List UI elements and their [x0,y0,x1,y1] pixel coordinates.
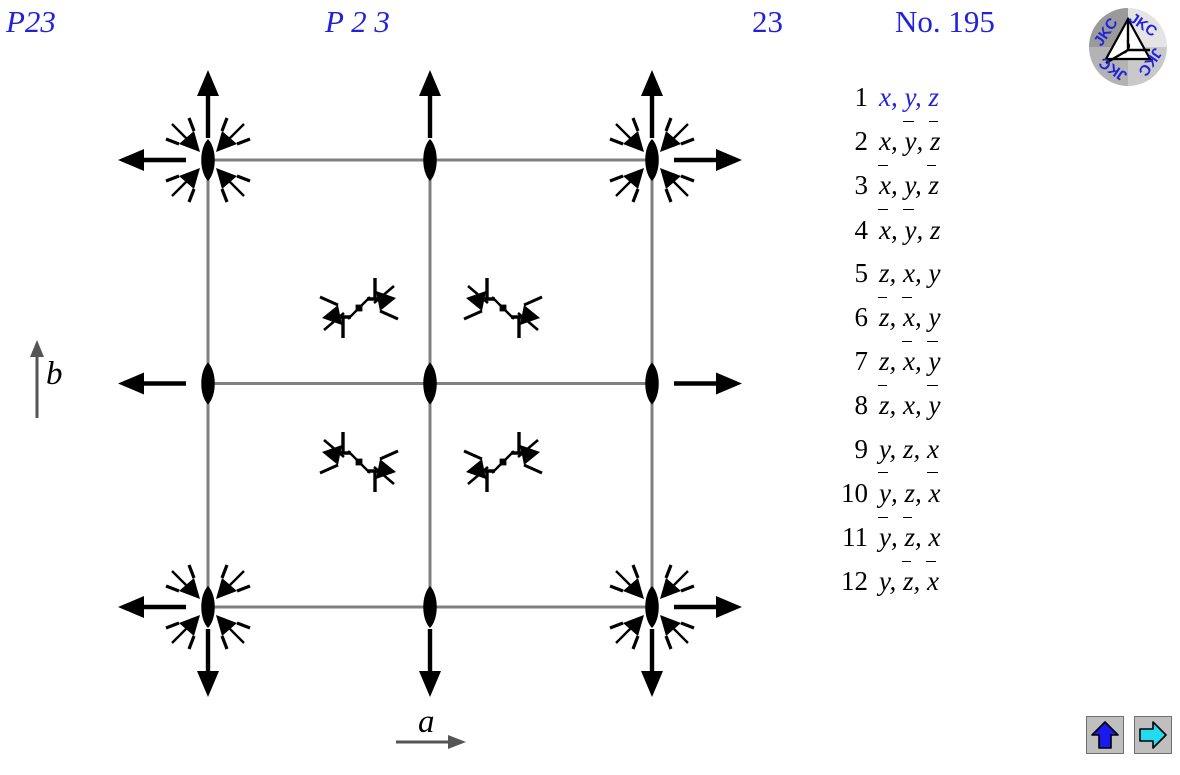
coordinate-term: y [904,170,915,201]
coordinate-term: y [927,339,940,383]
page-title-schoenflies: 23 [752,4,783,39]
coordinate-index: 9 [854,433,869,464]
coordinate-triplet: x, y, z [879,119,940,163]
coordinate-term: z [877,383,890,427]
space-group-symmetry-diagram [30,0,790,749]
nav-right-button[interactable] [1134,716,1172,754]
coordinate-term: z [901,559,914,603]
page-title-hm-short: P23 [6,4,56,39]
coordinate-row: 9 y, z, x [826,428,1026,471]
coordinate-term: x [901,339,915,383]
coordinate-term: z [877,295,890,339]
coordinate-index: 5 [854,257,869,288]
coordinate-term: y [927,383,940,427]
coordinate-index: 1 [854,82,869,112]
coordinate-term: x [928,522,941,553]
coordinate-index: 7 [854,346,869,377]
coordinate-term: x [903,257,915,288]
coordinate-index: 4 [854,214,869,245]
coordinate-triplet: y, z, x [879,433,939,464]
coordinate-row: 6 z, x, y [826,295,1026,339]
coordinate-term: z [928,82,939,112]
coordinate-row: 10 y, z, x [826,471,1026,515]
coordinate-term: y [877,515,891,559]
coordinate-term: y [904,82,915,112]
coordinate-triplet: x, y, z [877,208,941,252]
coordinate-term: z [879,257,890,288]
coordinate-term: y [903,208,916,252]
coordinate-triplet: z, x, y [877,295,941,339]
coordinate-term: x [877,163,891,207]
coordinate-term: z [928,119,940,163]
coordinate-index: 8 [854,390,869,421]
coordinate-term: x [879,82,891,112]
coordinate-triplet: z, x, y [877,383,940,427]
page-title-hm-full: P 2 3 [325,4,390,39]
coordinate-term: z [927,163,939,207]
right-arrow-icon [1139,721,1167,749]
coordinate-triplet: x, y, z [877,163,939,207]
coordinate-term: x [925,559,939,603]
coordinate-index: 12 [841,566,868,597]
a-axis-arrow [396,735,466,749]
jkc-logo: JKC JKC JKC JKC [1086,5,1170,89]
up-arrow-icon [1091,721,1119,749]
coordinate-index: 3 [854,170,869,201]
coordinate-term: y [928,302,941,333]
coordinate-row: 7 z, x, y [826,339,1026,383]
coordinate-term: x [927,471,940,515]
nav-up-button[interactable] [1086,716,1124,754]
coordinate-triplet: z, x, y [879,339,940,383]
coordinate-index: 2 [854,126,869,157]
coordinate-triplet: y, z, x [877,515,941,559]
coordinate-triplet: x, y, z [879,82,939,112]
coordinate-term: y [928,257,941,288]
coordinate-term: z [903,433,914,464]
coordinate-triplet: z, x, y [879,257,941,288]
coordinate-triplet: y, z, x [879,559,939,603]
coordinate-term: y [903,119,916,163]
axis-label-b: b [46,356,63,392]
coordinate-term: z [904,477,915,508]
coordinate-term: x [901,295,915,339]
coordinate-term: y [879,433,890,464]
coordinate-row: 3 x, y, z [826,163,1026,207]
coordinate-row: 12 y, z, x [826,559,1026,603]
coordinate-term: x [927,433,939,464]
coordinate-row: 11 y, z, x [826,515,1026,559]
coordinate-index: 6 [854,302,869,333]
coordinate-term: z [903,515,915,559]
coordinate-row: 8 z, x, y [826,383,1026,427]
b-axis-arrow [30,340,44,418]
coordinate-row: 1 x, y, z [826,76,1026,119]
coordinate-triplet: y, z, x [877,471,940,515]
coordinate-term: y [879,566,890,597]
axis-label-a: a [418,704,435,740]
axis-arrows [30,340,466,749]
coordinate-term: x [877,208,891,252]
coordinate-row: 4 x, y, z [826,208,1026,252]
coordinate-index: 11 [842,522,868,553]
coordinate-term: z [929,214,941,245]
coordinate-row: 2 x, y, z [826,119,1026,163]
general-positions-list: 1 x, y, z 2 x, y, z 3 x, y, z 4 x, y, z 5 z, x, y… [826,76,1026,603]
coordinate-term: y [877,471,891,515]
page-title-number: No. 195 [895,4,995,39]
coordinate-index: 10 [841,477,868,508]
coordinate-term: x [879,126,891,157]
coordinate-term: x [903,390,915,421]
coordinate-row: 5 z, x, y [826,252,1026,295]
coordinate-term: z [879,346,890,377]
